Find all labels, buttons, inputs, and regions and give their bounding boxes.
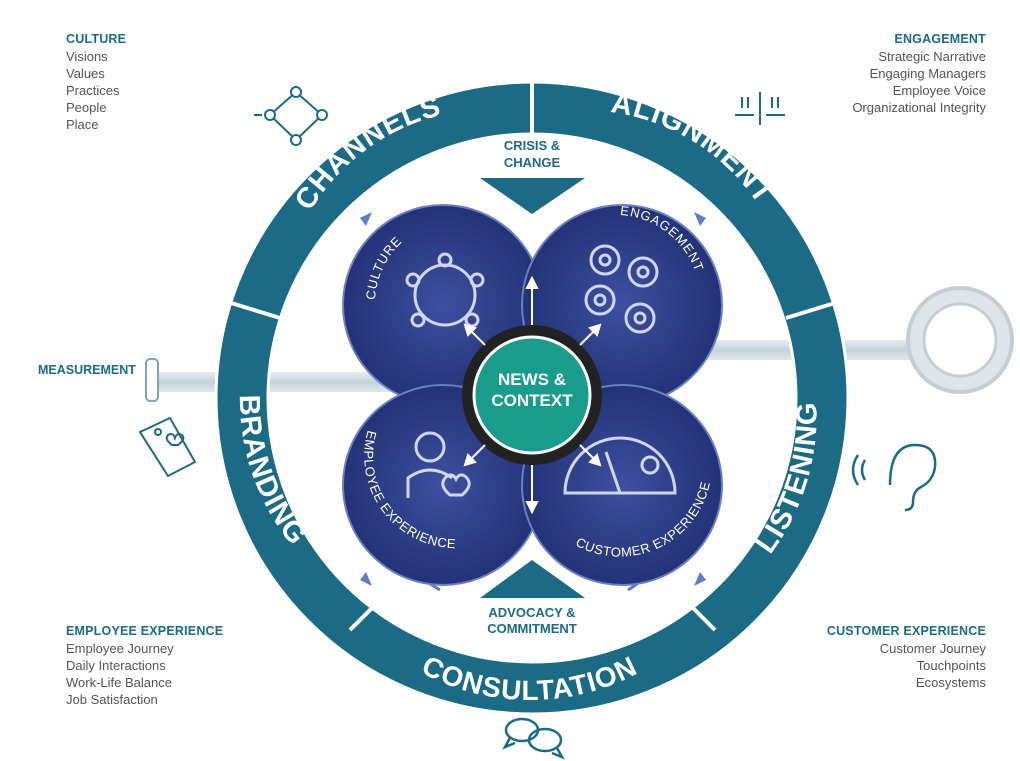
engagement-list-title: ENGAGEMENT [894,32,986,46]
culture-list-item: Place [66,117,99,132]
speech-bubbles-icon [502,717,565,760]
culture-list-item: Values [66,66,105,81]
customer-experience-list-item: Customer Journey [879,641,986,656]
center-label-line1: NEWS & [498,370,566,389]
advocacy-funnel [480,560,585,598]
employee-experience-list: EMPLOYEE EXPERIENCE Employee Journey Dai… [66,623,223,708]
center-circle [472,335,592,455]
culture-list-item: People [66,100,107,115]
engagement-list-item: Organizational Integrity [852,100,986,115]
customer-experience-list-item: Ecosystems [915,675,986,690]
speedometer-icon [563,436,677,495]
engagement-list-item: Strategic Narrative [878,49,986,64]
customer-experience-list-title: CUSTOMER EXPERIENCE [826,624,986,638]
culture-list-item: Practices [66,83,120,98]
ear-icon [851,443,937,512]
employee-experience-list-item: Work-Life Balance [66,675,172,690]
employee-experience-list-item: Daily Interactions [66,658,166,673]
measurement-label: MEASUREMENT [38,363,136,377]
culture-list-item: Visions [66,49,108,64]
advocacy-label-line2: COMMITMENT [487,621,577,636]
advocacy-label-line1: ADVOCACY & [488,605,575,620]
engagement-list-item: Engaging Managers [869,66,986,81]
alignment-arrows-icon [735,92,785,125]
employee-experience-list-title: EMPLOYEE EXPERIENCE [66,624,224,638]
culture-list: CULTURE Visions Values Practices People … [66,31,126,133]
flow-arrowheads [360,212,706,586]
crisis-funnel [480,178,585,214]
center-label-line2: CONTEXT [491,391,573,410]
price-tag-icon [138,416,197,478]
people-circle-icon [405,252,485,328]
gears-icon [584,244,659,334]
culture-list-title: CULTURE [66,32,127,46]
employee-experience-list-item: Employee Journey [66,641,174,656]
engagement-list-item: Employee Voice [892,83,986,98]
customer-experience-list: CUSTOMER EXPERIENCE Customer Journey Tou… [827,623,986,691]
engagement-list: ENGAGEMENT Strategic Narrative Engaging … [852,31,986,116]
crisis-label-line2: CHANGE [504,155,561,170]
magnifier-icon [906,286,1014,394]
center-arrows [463,275,602,515]
pipe-cap [145,358,159,402]
diamond-network-icon [254,86,328,146]
person-heart-icon [406,431,471,498]
crisis-label-line1: CRISIS & [504,138,560,153]
employee-experience-list-item: Job Satisfaction [66,692,158,707]
customer-experience-list-item: Touchpoints [916,658,986,673]
ring-separators [227,82,839,632]
